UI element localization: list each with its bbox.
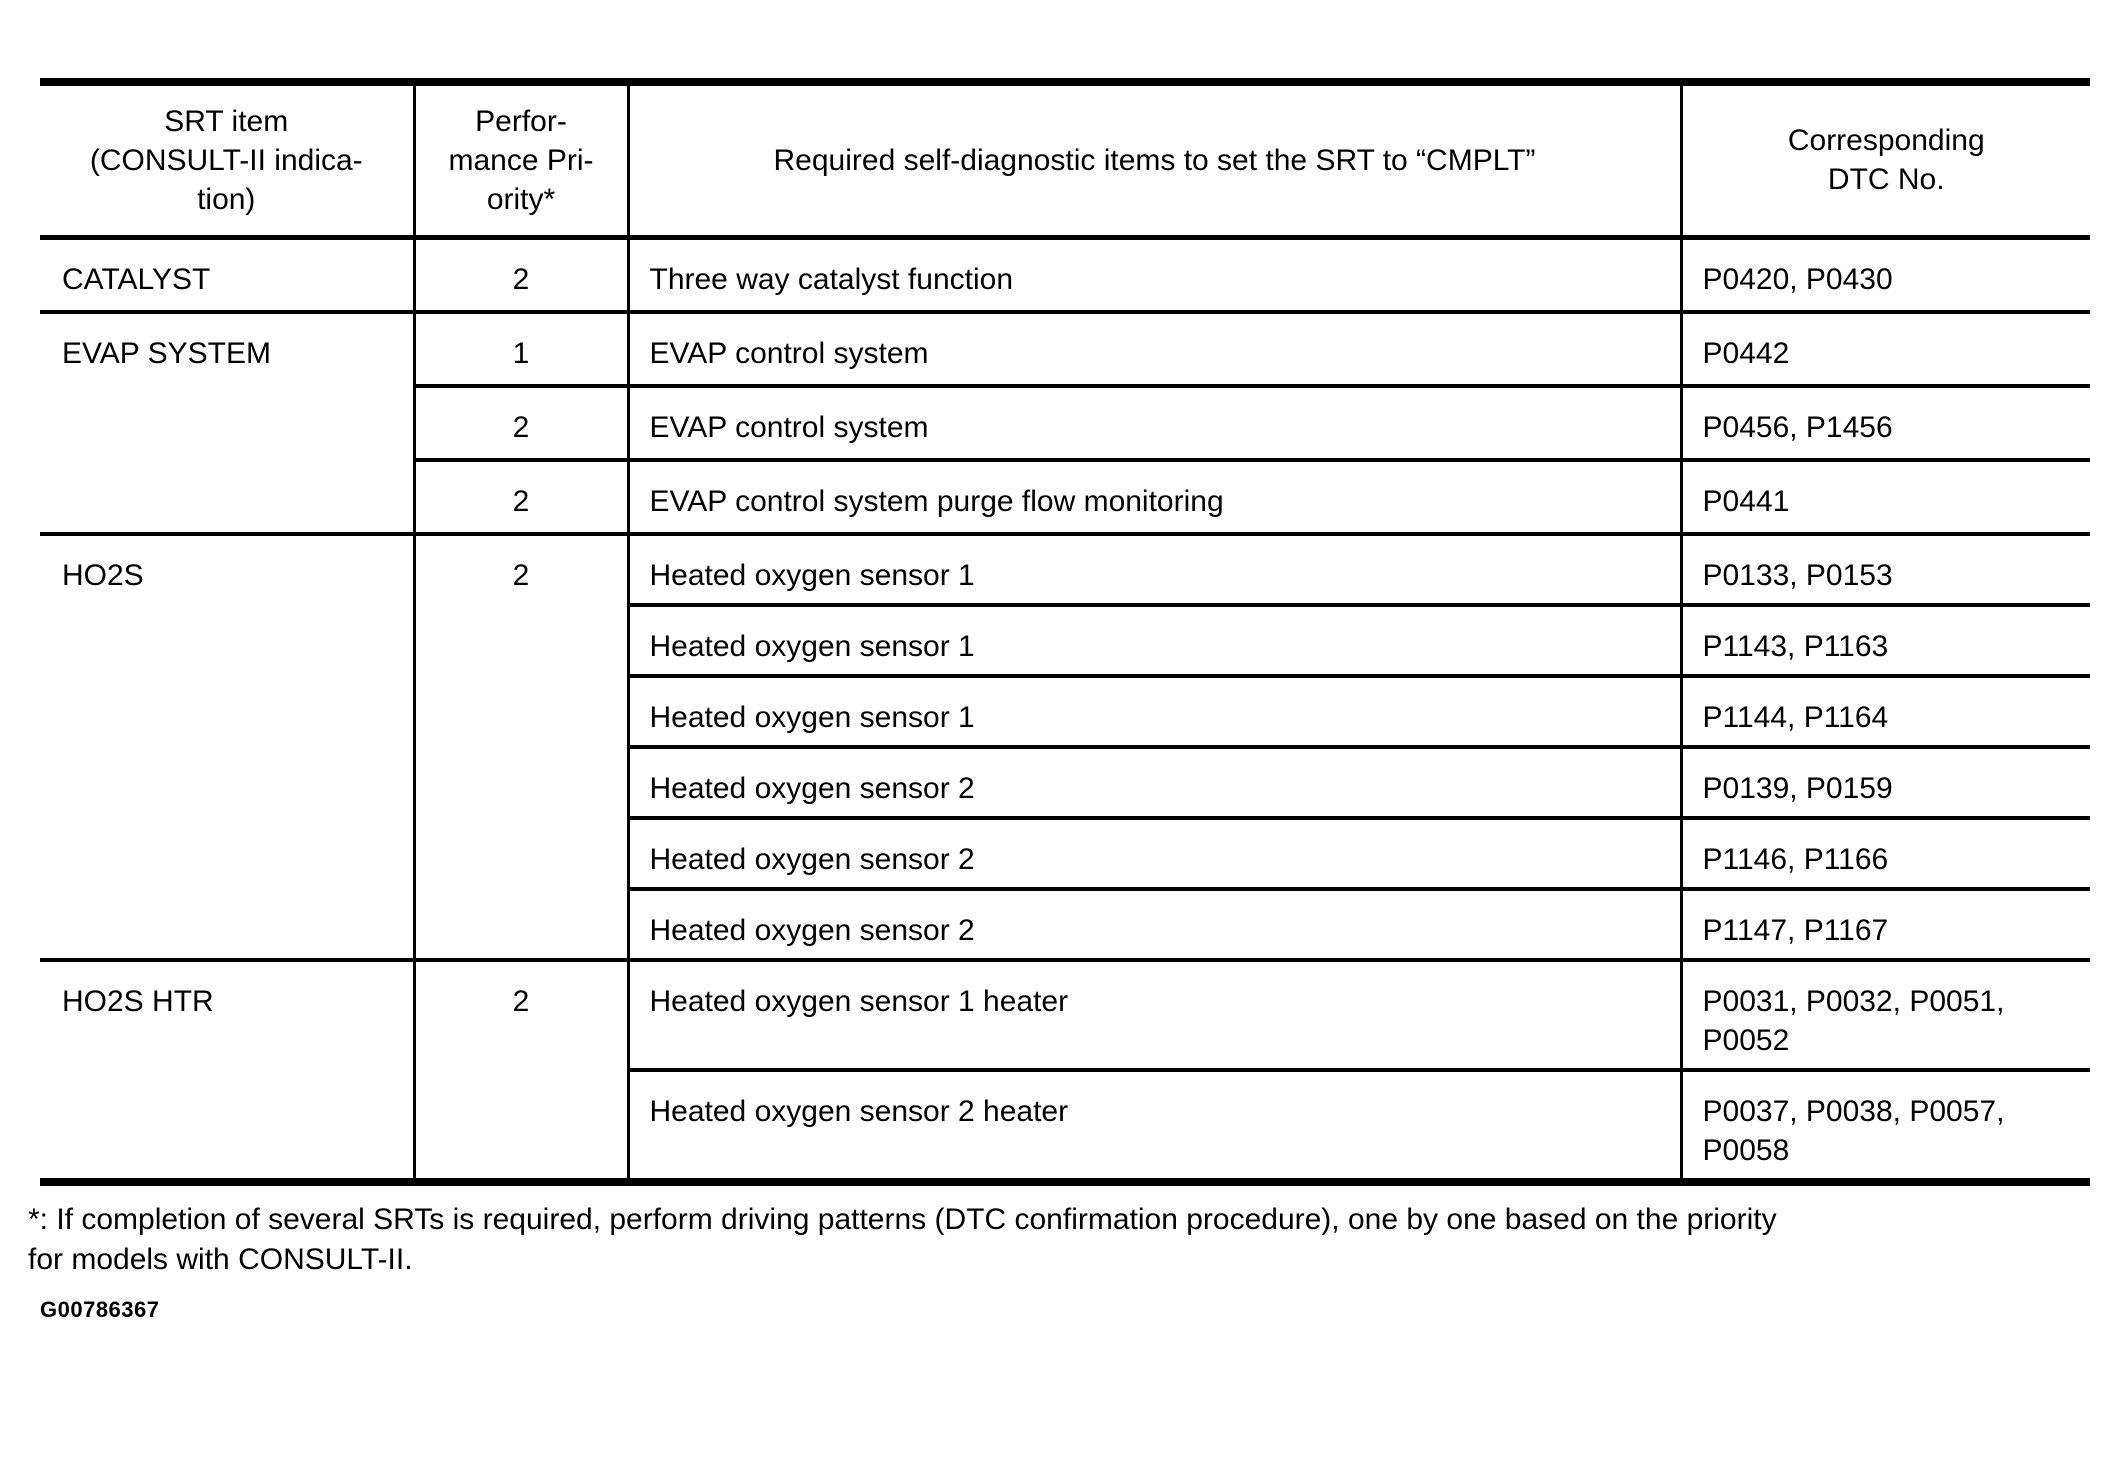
- dtc-cell: P0456, P1456: [1681, 386, 2090, 462]
- diagnostic-item-cell: Three way catalyst function: [628, 237, 1683, 314]
- dtc-cell: P0133, P0153: [1681, 534, 2090, 607]
- dtc-cell: P0442: [1681, 312, 2090, 388]
- diagnostic-item-cell: Heated oxygen sensor 1: [628, 676, 1683, 749]
- table-row: Heated oxygen sensor 2 P1147, P1167: [40, 889, 2090, 962]
- srt-item-cell: HO2S: [40, 534, 416, 962]
- priority-cell: 2: [414, 460, 630, 536]
- table-row: EVAP SYSTEM 1 EVAP control system P0442: [40, 312, 2090, 536]
- diagnostic-item-cell: Heated oxygen sensor 1 heater: [628, 960, 1683, 1072]
- diagnostic-item-cell: Heated oxygen sensor 1: [628, 534, 1683, 607]
- srt-item-cell: EVAP SYSTEM: [40, 312, 416, 536]
- table-row: 2 EVAP control system P0456, P1456: [40, 386, 2090, 462]
- diagnostic-item-cell: Heated oxygen sensor 2: [628, 818, 1683, 891]
- table-row: CATALYST 2 Three way catalyst function P…: [40, 237, 2090, 314]
- table-row: 2 EVAP control system purge flow monitor…: [40, 460, 2090, 536]
- document-page: SRT item (CONSULT-II indica- tion) Perfo…: [0, 78, 2128, 1460]
- table-row: Heated oxygen sensor 2 P1146, P1166: [40, 818, 2090, 891]
- dtc-cell: P1144, P1164: [1681, 676, 2090, 749]
- priority-cell: 2: [414, 386, 630, 462]
- header-priority: Perfor- mance Pri- ority*: [414, 78, 630, 240]
- footnote-text: *: If completion of several SRTs is requ…: [28, 1203, 1777, 1276]
- priority-cell: 1: [414, 312, 630, 388]
- diagnostic-item-cell: EVAP control system: [628, 312, 1683, 388]
- table-row: Heated oxygen sensor 1 P1143, P1163: [40, 605, 2090, 678]
- header-srt-item: SRT item (CONSULT-II indica- tion): [40, 78, 416, 240]
- priority-cell: 2: [414, 960, 630, 1186]
- dtc-cell: P1147, P1167: [1681, 889, 2090, 962]
- table-row: Heated oxygen sensor 1 P1144, P1164: [40, 676, 2090, 749]
- diagnostic-item-cell: Heated oxygen sensor 2 heater: [628, 1070, 1683, 1186]
- priority-cell: 2: [414, 237, 630, 314]
- diagnostic-item-cell: Heated oxygen sensor 2: [628, 889, 1683, 962]
- header-diagnostic-items: Required self-diagnostic items to set th…: [628, 78, 1683, 240]
- srt-diagnostic-table: SRT item (CONSULT-II indica- tion) Perfo…: [40, 78, 2090, 1186]
- dtc-cell: P0441: [1681, 460, 2090, 536]
- figure-id: G00786367: [40, 1297, 160, 1323]
- dtc-cell: P0037, P0038, P0057, P0058: [1681, 1070, 2090, 1186]
- diagnostic-item-cell: Heated oxygen sensor 2: [628, 747, 1683, 820]
- diagnostic-item-cell: Heated oxygen sensor 1: [628, 605, 1683, 678]
- header-row: SRT item (CONSULT-II indica- tion) Perfo…: [40, 78, 2090, 240]
- header-dtc: Corresponding DTC No.: [1681, 78, 2090, 240]
- table-row: HO2S 2 Heated oxygen sensor 1 P0133, P01…: [40, 534, 2090, 962]
- dtc-cell: P1146, P1166: [1681, 818, 2090, 891]
- dtc-cell: P1143, P1163: [1681, 605, 2090, 678]
- dtc-cell: P0031, P0032, P0051, P0052: [1681, 960, 2090, 1072]
- table-row: Heated oxygen sensor 2 heater P0037, P00…: [40, 1070, 2090, 1186]
- dtc-cell: P0420, P0430: [1681, 237, 2090, 314]
- table-row: Heated oxygen sensor 2 P0139, P0159: [40, 747, 2090, 820]
- dtc-cell: P0139, P0159: [1681, 747, 2090, 820]
- diagnostic-item-cell: EVAP control system purge flow monitorin…: [628, 460, 1683, 536]
- srt-item-cell: HO2S HTR: [40, 960, 416, 1186]
- diagnostic-item-cell: EVAP control system: [628, 386, 1683, 462]
- table-row: HO2S HTR 2 Heated oxygen sensor 1 heater…: [40, 960, 2090, 1186]
- srt-item-cell: CATALYST: [40, 237, 416, 314]
- priority-cell: 2: [414, 534, 630, 962]
